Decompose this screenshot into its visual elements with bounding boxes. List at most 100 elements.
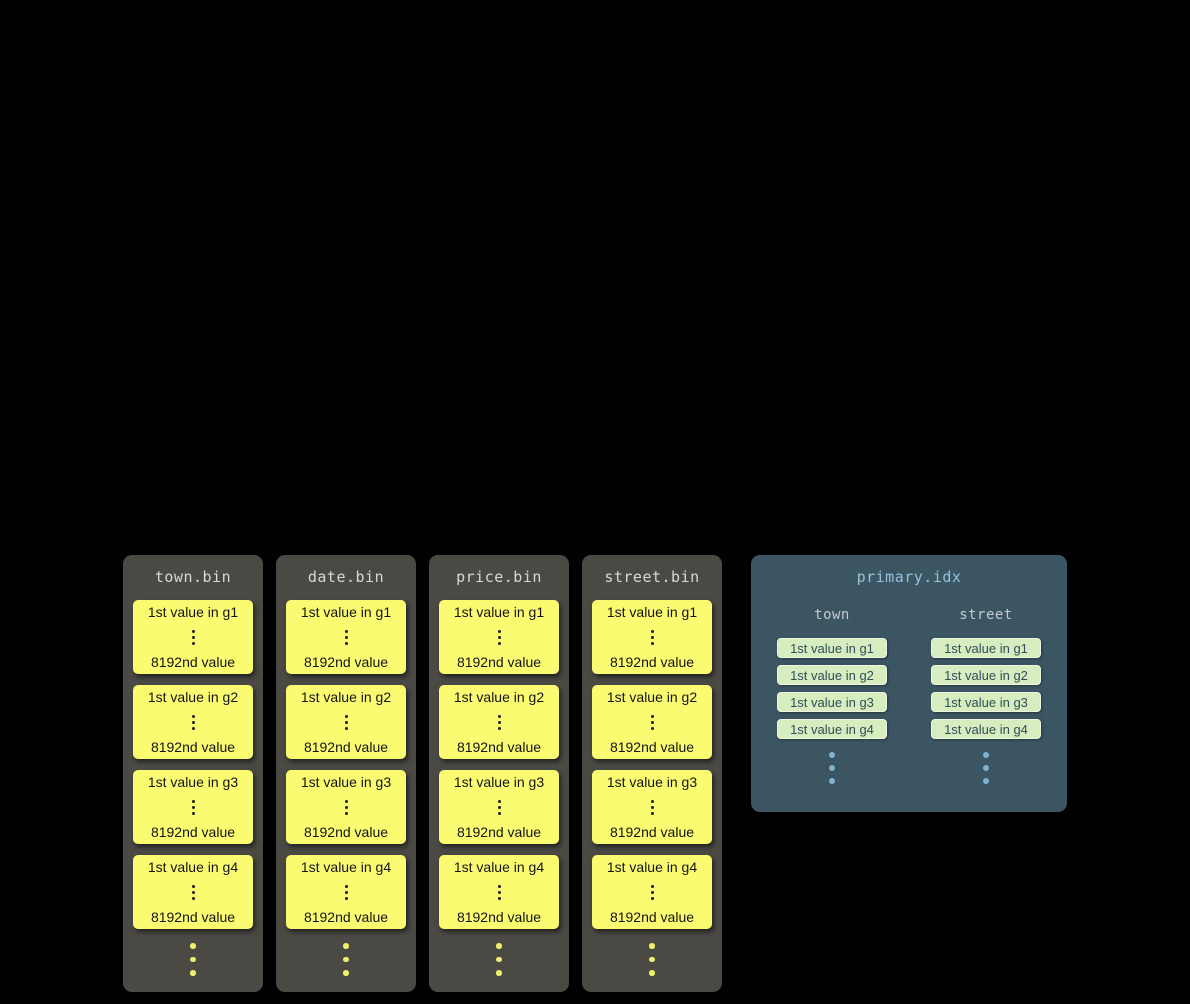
index-entry-list: 1st value in g1 1st value in g2 1st valu…	[777, 638, 887, 739]
granule-block: 1st value in g2 8192nd value	[133, 685, 253, 759]
granule-range-ellipsis-icon	[650, 629, 654, 645]
granule-block: 1st value in g1 8192nd value	[133, 600, 253, 674]
granule-first-value: 1st value in g1	[453, 604, 545, 620]
primary-index-panel: primary.idx town 1st value in g1 1st val…	[751, 555, 1067, 812]
more-entries-ellipsis-icon	[829, 752, 835, 784]
granule-block: 1st value in g3 8192nd value	[286, 770, 406, 844]
granule-range-ellipsis-icon	[344, 714, 348, 730]
granule-first-value: 1st value in g4	[300, 859, 392, 875]
bin-file-panel: date.bin 1st value in g1 8192nd value 1s…	[276, 555, 416, 992]
granule-range-ellipsis-icon	[650, 884, 654, 900]
index-key-column: town 1st value in g1 1st value in g2 1st…	[777, 607, 887, 784]
index-entry-pill: 1st value in g4	[931, 719, 1041, 739]
granule-blocks: 1st value in g1 8192nd value 1st value i…	[286, 600, 406, 940]
granule-last-value: 8192nd value	[456, 654, 542, 670]
granule-block: 1st value in g2 8192nd value	[286, 685, 406, 759]
more-granules-ellipsis-icon	[343, 943, 349, 976]
granule-last-value: 8192nd value	[456, 824, 542, 840]
bin-file-title: price.bin	[456, 568, 542, 586]
more-entries-ellipsis-icon	[983, 752, 989, 784]
index-entry-pill: 1st value in g2	[931, 665, 1041, 685]
granule-range-ellipsis-icon	[650, 799, 654, 815]
index-entry-pill: 1st value in g2	[777, 665, 887, 685]
granule-first-value: 1st value in g2	[606, 689, 698, 705]
granule-last-value: 8192nd value	[609, 739, 695, 755]
granule-blocks: 1st value in g1 8192nd value 1st value i…	[592, 600, 712, 940]
granule-first-value: 1st value in g2	[300, 689, 392, 705]
granule-last-value: 8192nd value	[150, 739, 236, 755]
granule-range-ellipsis-icon	[344, 629, 348, 645]
more-granules-ellipsis-icon	[190, 943, 196, 976]
granule-block: 1st value in g2 8192nd value	[439, 685, 559, 759]
granule-range-ellipsis-icon	[344, 799, 348, 815]
bin-file-title: street.bin	[604, 568, 700, 586]
granule-first-value: 1st value in g1	[300, 604, 392, 620]
primary-index-title: primary.idx	[856, 568, 962, 586]
granule-block: 1st value in g3 8192nd value	[592, 770, 712, 844]
granule-first-value: 1st value in g2	[147, 689, 239, 705]
granule-range-ellipsis-icon	[191, 884, 195, 900]
index-column-header: town	[814, 607, 850, 623]
granule-block: 1st value in g3 8192nd value	[439, 770, 559, 844]
primary-index-columns: town 1st value in g1 1st value in g2 1st…	[777, 607, 1041, 784]
bin-file-panel: town.bin 1st value in g1 8192nd value 1s…	[123, 555, 263, 992]
index-entry-list: 1st value in g1 1st value in g2 1st valu…	[931, 638, 1041, 739]
granule-block: 1st value in g4 8192nd value	[439, 855, 559, 929]
bin-file-title: date.bin	[307, 568, 385, 586]
granule-range-ellipsis-icon	[191, 629, 195, 645]
bin-file-panel: price.bin 1st value in g1 8192nd value 1…	[429, 555, 569, 992]
granule-first-value: 1st value in g3	[606, 774, 698, 790]
granule-last-value: 8192nd value	[609, 909, 695, 925]
more-granules-ellipsis-icon	[496, 943, 502, 976]
granule-block: 1st value in g4 8192nd value	[592, 855, 712, 929]
more-granules-ellipsis-icon	[649, 943, 655, 976]
granule-first-value: 1st value in g3	[147, 774, 239, 790]
bin-file-panel: street.bin 1st value in g1 8192nd value …	[582, 555, 722, 992]
granule-block: 1st value in g1 8192nd value	[439, 600, 559, 674]
index-column-header: street	[959, 607, 1013, 623]
granule-last-value: 8192nd value	[456, 909, 542, 925]
granule-last-value: 8192nd value	[150, 824, 236, 840]
granule-range-ellipsis-icon	[497, 799, 501, 815]
granule-block: 1st value in g1 8192nd value	[592, 600, 712, 674]
granule-range-ellipsis-icon	[191, 799, 195, 815]
granule-first-value: 1st value in g4	[606, 859, 698, 875]
granule-block: 1st value in g2 8192nd value	[592, 685, 712, 759]
index-key-column: street 1st value in g1 1st value in g2 1…	[931, 607, 1041, 784]
index-entry-pill: 1st value in g3	[777, 692, 887, 712]
granule-last-value: 8192nd value	[150, 654, 236, 670]
bin-files-group: town.bin 1st value in g1 8192nd value 1s…	[123, 555, 722, 992]
granule-blocks: 1st value in g1 8192nd value 1st value i…	[133, 600, 253, 940]
granule-first-value: 1st value in g2	[453, 689, 545, 705]
granule-first-value: 1st value in g1	[606, 604, 698, 620]
index-entry-pill: 1st value in g1	[777, 638, 887, 658]
granule-range-ellipsis-icon	[497, 629, 501, 645]
granule-last-value: 8192nd value	[303, 824, 389, 840]
granule-block: 1st value in g4 8192nd value	[286, 855, 406, 929]
granule-first-value: 1st value in g3	[453, 774, 545, 790]
granule-range-ellipsis-icon	[191, 714, 195, 730]
granule-last-value: 8192nd value	[609, 654, 695, 670]
granule-range-ellipsis-icon	[497, 714, 501, 730]
index-entry-pill: 1st value in g3	[931, 692, 1041, 712]
granule-last-value: 8192nd value	[303, 739, 389, 755]
granule-block: 1st value in g1 8192nd value	[286, 600, 406, 674]
granule-range-ellipsis-icon	[344, 884, 348, 900]
granule-last-value: 8192nd value	[303, 654, 389, 670]
granule-block: 1st value in g3 8192nd value	[133, 770, 253, 844]
bin-file-title: town.bin	[154, 568, 232, 586]
index-entry-pill: 1st value in g1	[931, 638, 1041, 658]
granule-first-value: 1st value in g4	[453, 859, 545, 875]
granule-first-value: 1st value in g3	[300, 774, 392, 790]
granule-last-value: 8192nd value	[456, 739, 542, 755]
granule-first-value: 1st value in g4	[147, 859, 239, 875]
granule-range-ellipsis-icon	[497, 884, 501, 900]
granule-blocks: 1st value in g1 8192nd value 1st value i…	[439, 600, 559, 940]
granule-last-value: 8192nd value	[150, 909, 236, 925]
index-entry-pill: 1st value in g4	[777, 719, 887, 739]
granule-block: 1st value in g4 8192nd value	[133, 855, 253, 929]
granule-last-value: 8192nd value	[303, 909, 389, 925]
granule-last-value: 8192nd value	[609, 824, 695, 840]
granule-first-value: 1st value in g1	[147, 604, 239, 620]
